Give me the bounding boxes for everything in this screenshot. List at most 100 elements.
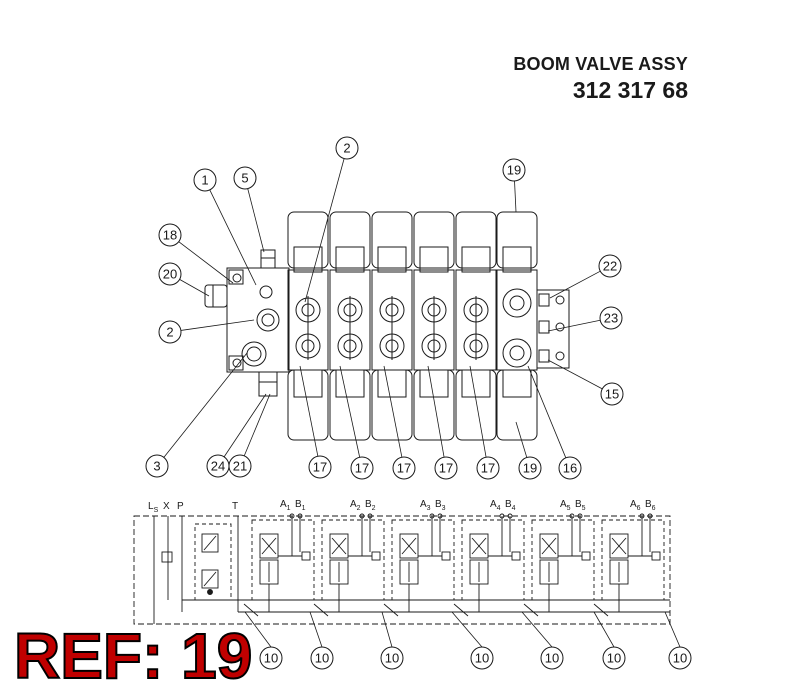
callout-number: 17 xyxy=(481,461,495,476)
callout-number: 23 xyxy=(604,311,618,326)
port-a-node xyxy=(569,513,575,519)
end-plate-bolt xyxy=(555,351,565,361)
callout-circle xyxy=(233,166,257,190)
callout-circle xyxy=(600,382,624,406)
compensator xyxy=(201,569,219,589)
end-plate xyxy=(536,289,570,369)
callout-circle xyxy=(193,168,217,192)
schematic-section xyxy=(383,513,455,617)
callout-number: 5 xyxy=(241,171,248,186)
port-label-a: A1 xyxy=(280,499,291,512)
callout-leader xyxy=(527,365,567,458)
solenoid-cap-top xyxy=(371,211,413,269)
callout-circle xyxy=(158,223,182,247)
callout-circle xyxy=(476,456,500,480)
port-label-a: A5 xyxy=(560,499,571,512)
port-label-b: B2 xyxy=(365,499,376,512)
callout-leader xyxy=(427,365,445,458)
solenoid-window-bottom xyxy=(335,369,365,398)
ref-label: REF: 19 xyxy=(13,620,253,692)
callout-leader xyxy=(209,189,257,286)
solenoid-window-bottom xyxy=(419,369,449,398)
port-label-ls: LS xyxy=(148,501,159,514)
solenoid-cap-bottom xyxy=(455,369,497,441)
port-a-node xyxy=(499,513,505,519)
callout-circle xyxy=(308,455,332,479)
spool-cross xyxy=(471,537,487,555)
callout-number: 16 xyxy=(563,461,577,476)
callout-leader xyxy=(547,359,603,390)
callout-leader xyxy=(549,270,601,299)
port-b-node xyxy=(367,513,373,519)
callout-circle xyxy=(380,646,404,670)
callout-number: 22 xyxy=(603,259,617,274)
solenoid-cap-bottom xyxy=(413,369,455,441)
callout-circle xyxy=(434,456,458,480)
port-label-t: T xyxy=(232,501,238,512)
callout-circle xyxy=(392,456,416,480)
solenoid-window-top xyxy=(461,246,491,273)
callout-leader xyxy=(180,319,255,331)
port-label-b: B1 xyxy=(295,499,306,512)
callout-number: 1 xyxy=(201,173,208,188)
spool-upper xyxy=(259,533,279,559)
inlet-port-b xyxy=(241,341,267,367)
solenoid-window-bottom xyxy=(293,369,323,398)
callout-leader xyxy=(383,365,403,458)
inlet-node xyxy=(207,589,213,595)
callout-circle xyxy=(350,456,374,480)
section-boundary xyxy=(531,519,595,601)
end-port-a-inner xyxy=(509,295,525,311)
callout-leader xyxy=(664,611,681,648)
solenoid-window-bottom xyxy=(461,369,491,398)
callout-leader xyxy=(339,365,361,458)
end-plate-fitting xyxy=(538,320,550,334)
section-check xyxy=(301,551,311,561)
orifice-mark xyxy=(383,603,399,617)
schematic-section xyxy=(593,513,665,617)
callout-number: 10 xyxy=(264,651,278,666)
callout-leader xyxy=(515,421,528,458)
callout-number: 10 xyxy=(545,651,559,666)
port-label-b: B4 xyxy=(505,499,516,512)
end-port-b xyxy=(502,338,532,368)
section-check xyxy=(581,551,591,561)
section-boundary xyxy=(391,519,455,601)
inlet-port-a xyxy=(256,308,280,332)
orifice-mark xyxy=(593,603,609,617)
callout-number: 17 xyxy=(397,461,411,476)
end-window-bottom xyxy=(502,369,532,398)
inlet-port-a-inner xyxy=(261,313,275,327)
spool-cross xyxy=(541,537,557,555)
callout-leader xyxy=(309,611,323,648)
schematic-section xyxy=(523,513,595,617)
callout-number: 18 xyxy=(163,228,177,243)
callout-number: 10 xyxy=(385,651,399,666)
inlet-block xyxy=(226,267,290,373)
callout-circle xyxy=(335,136,359,160)
callout-number: 10 xyxy=(673,651,687,666)
spool-section xyxy=(287,211,329,441)
section-boundary xyxy=(601,519,665,601)
port-b-node xyxy=(577,513,583,519)
callout-leader xyxy=(304,158,345,303)
inlet-block-boss xyxy=(228,355,244,371)
callout-circle xyxy=(259,646,283,670)
inlet-block-boss xyxy=(228,269,244,285)
port-label-b: B6 xyxy=(645,499,656,512)
callout-leaders xyxy=(163,158,603,458)
spool-cross xyxy=(401,537,417,555)
orifice-mark xyxy=(523,603,539,617)
callout-circle xyxy=(158,262,182,286)
bottom-fitting xyxy=(258,371,278,397)
inlet-bolt xyxy=(232,273,242,283)
relief-valve xyxy=(201,533,219,553)
inlet-module xyxy=(194,523,232,601)
section-boundary xyxy=(251,519,315,601)
callout-number: 21 xyxy=(233,459,247,474)
callout-number: 2 xyxy=(166,325,173,340)
spool-section xyxy=(413,211,455,441)
